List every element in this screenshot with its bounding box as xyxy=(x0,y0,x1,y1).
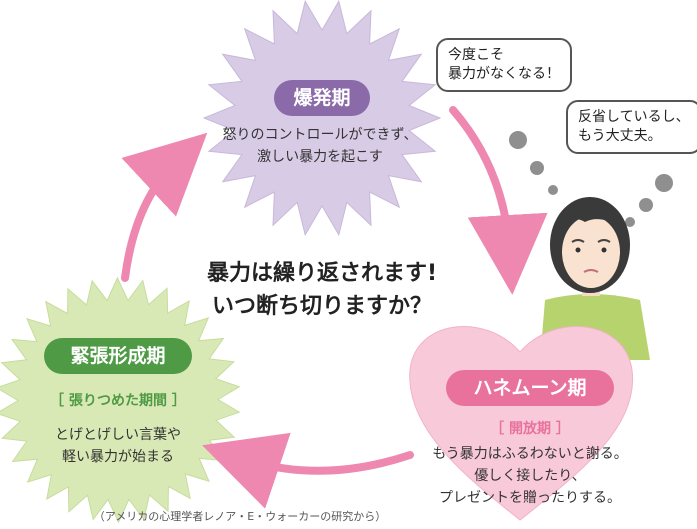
thought-dots xyxy=(509,131,673,227)
honeymoon-desc-line1: もう暴力はふるわないと謝る。 xyxy=(432,446,628,462)
arrow-tension-to-explosion xyxy=(121,132,208,282)
honeymoon-desc-line2: 優しく接したり、 xyxy=(474,468,586,484)
thought-bubble-1-line2: 暴力がなくなる！ xyxy=(448,66,560,82)
woman-illustration xyxy=(540,197,650,360)
arrow-explosion-to-honeymoon xyxy=(449,106,548,295)
tension-desc-line1: とげとげしい言葉や xyxy=(55,427,181,443)
thought-bubble-2: 反省しているし、 もう大丈夫。 xyxy=(566,100,697,154)
footnote: （アメリカの心理学者レノア・E・ウォーカーの研究から） xyxy=(93,510,387,523)
thought-bubble-2-line1: 反省しているし、 xyxy=(578,109,690,125)
center-message-line2: いつ断ち切りますか？ xyxy=(211,294,432,319)
arrow-honeymoon-to-tension xyxy=(202,432,414,509)
thought-bubble-1-line1: 今度こそ xyxy=(448,47,504,63)
honeymoon-subtitle: ［ 開放期 ］ xyxy=(490,421,570,437)
tension-desc-line2: 軽い暴力が始まる xyxy=(62,449,174,465)
thought-bubble-2-line2: もう大丈夫。 xyxy=(578,128,662,144)
honeymoon-phase-label: ハネムーン期 xyxy=(446,370,614,406)
explosion-desc-line2: 激しい暴力を起こす xyxy=(257,149,383,165)
honeymoon-desc-line3: プレゼントを贈ったりする。 xyxy=(439,490,621,506)
thought-bubble-1: 今度こそ 暴力がなくなる！ xyxy=(436,38,572,92)
explosion-burst-shape xyxy=(202,0,442,237)
center-message-line1: 暴力は繰り返されます! xyxy=(206,261,438,286)
explosion-desc-line1: 怒りのコントロールができず、 xyxy=(222,127,418,143)
explosion-phase-label: 爆発期 xyxy=(274,80,370,116)
tension-subtitle: ［ 張りつめた期間 ］ xyxy=(50,393,186,409)
tension-phase-label: 緊張形成期 xyxy=(44,338,192,374)
